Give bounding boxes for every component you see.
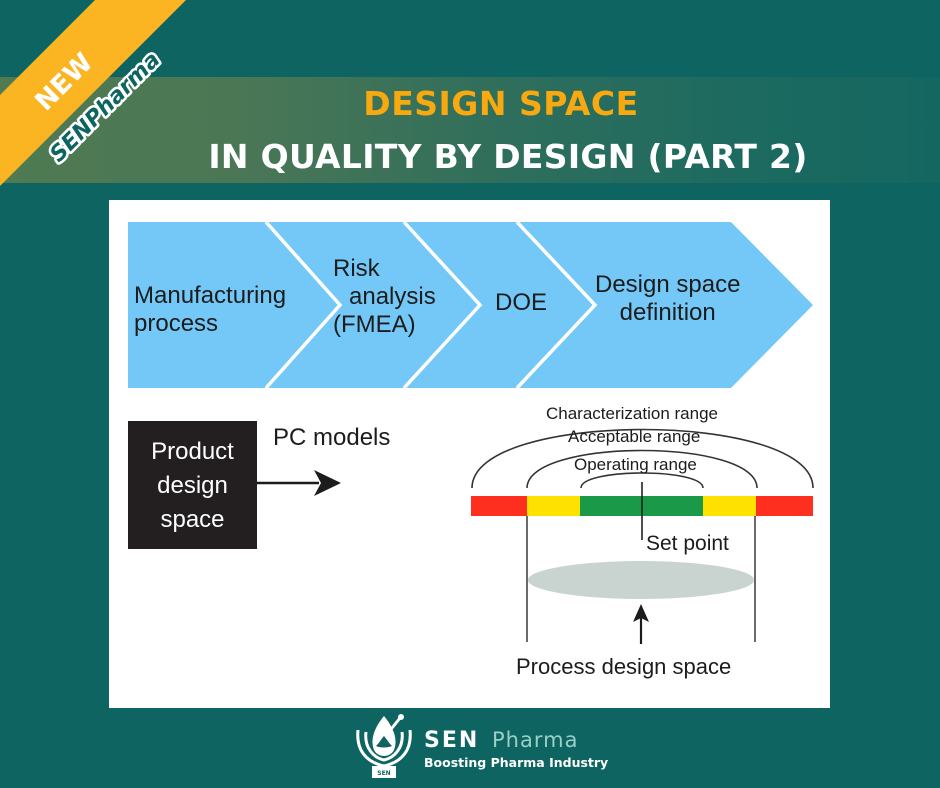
operating-arc bbox=[580, 472, 704, 489]
process-design-space-ellipse bbox=[528, 561, 754, 599]
page-title: DESIGN SPACE bbox=[363, 84, 639, 123]
chevron-divider-3 bbox=[515, 220, 598, 390]
logo-plate-text: SEN bbox=[377, 770, 390, 777]
range-yellow-right bbox=[703, 496, 756, 516]
brand-pharma: Pharma bbox=[492, 728, 579, 752]
set-point-label: Set point bbox=[646, 532, 729, 555]
chevron-divider-2 bbox=[402, 220, 483, 390]
characterization-range-label: Characterization range bbox=[546, 404, 718, 423]
arrow-right-icon bbox=[314, 470, 341, 496]
range-red-right bbox=[756, 496, 813, 516]
diagram-card: Manufacturing process Risk analysis (FME… bbox=[109, 200, 830, 708]
brand-tagline: Boosting Pharma Industry bbox=[424, 755, 609, 770]
page-subtitle: IN QUALITY BY DESIGN (PART 2) bbox=[208, 137, 808, 176]
pc-models-label: PC models bbox=[273, 424, 391, 451]
operating-range-label: Operating range bbox=[574, 455, 697, 474]
brand-sen: SEN bbox=[424, 728, 480, 753]
range-red-left bbox=[471, 496, 527, 516]
new-ribbon: NEW SENPharma bbox=[0, 0, 186, 186]
qbd-diagram bbox=[128, 220, 814, 644]
flow-step-design-space-definition: Design space definition bbox=[595, 271, 741, 326]
process-design-space-label: Process design space bbox=[516, 654, 732, 679]
flow-step-risk-analysis: Risk analysis (FMEA) bbox=[333, 255, 436, 338]
product-design-space-box: Product design space bbox=[128, 421, 257, 549]
characterization-arc bbox=[471, 428, 814, 489]
acceptable-range-label: Acceptable range bbox=[568, 427, 701, 446]
lotus-logo-icon: SEN bbox=[356, 714, 412, 778]
flow-step-doe: DOE bbox=[495, 289, 548, 316]
range-yellow-left bbox=[527, 496, 580, 516]
flow-bar bbox=[128, 222, 813, 388]
arrow-up-icon bbox=[633, 604, 649, 622]
acceptable-arc bbox=[526, 449, 758, 489]
flow-step-manufacturing: Manufacturing process bbox=[134, 282, 287, 337]
chevron-divider-1 bbox=[264, 220, 343, 390]
title-banner bbox=[0, 77, 940, 183]
